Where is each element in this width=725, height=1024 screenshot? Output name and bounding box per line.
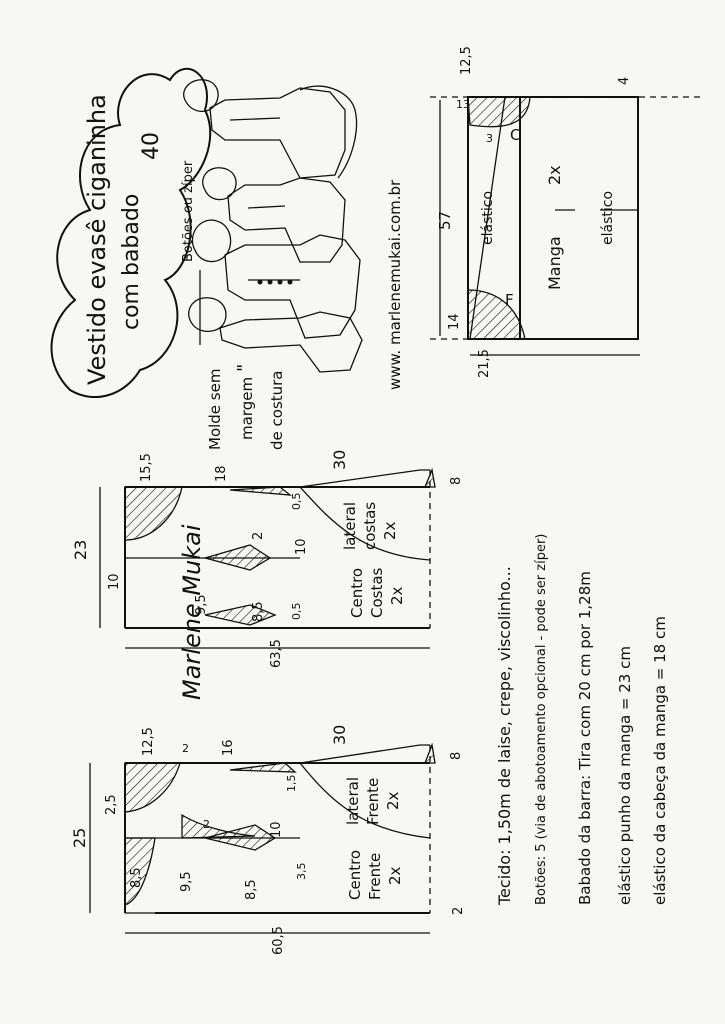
sleeve-dim-half-width: 21,5 xyxy=(477,349,492,378)
front-center-label: Centro xyxy=(346,850,364,900)
back-dim-neck: 15,5 xyxy=(139,453,154,482)
seam-note-line-1: Molde sem xyxy=(206,369,224,450)
back-dim-center-width: 10 xyxy=(107,573,122,590)
sleeve-pattern: Manga 2x elástico elástico C F 57 12,5 4… xyxy=(430,46,700,378)
note-elastic-cuff: elástico punho da manga = 23 cm xyxy=(616,646,634,905)
sleeve-point-f: F xyxy=(505,291,514,309)
front-dim-bust-dart-2: 2 xyxy=(203,818,210,831)
front-dim-center-low: 8,5 xyxy=(244,879,259,900)
front-pattern: Centro Frente 2x lateral Frente 2x 25 12… xyxy=(70,725,466,955)
seam-note-line-2: margem xyxy=(238,377,256,440)
back-dim-skirt: 30 xyxy=(330,450,349,470)
back-side-count: 2x xyxy=(381,521,399,540)
seam-note: Molde sem margem de costura " xyxy=(206,364,286,450)
sleeve-dim-cuff: 4 xyxy=(617,77,632,85)
sleeve-elastic-top: elástico xyxy=(480,191,496,245)
seam-note-ditto: " xyxy=(234,364,255,372)
back-center-label-2: Costas xyxy=(368,567,386,618)
note-elastic-sleeve-head: elástico da cabeça da manga = 18 cm xyxy=(651,616,669,905)
front-dim-center-top: 8,5 xyxy=(129,867,144,888)
sleeve-dim-left-bottom: 14 xyxy=(447,313,462,330)
sleeve-dim-left-small: 13 xyxy=(456,98,470,111)
signature: Marlene Mukai xyxy=(178,524,206,700)
back-pattern: Centro Costas 2x lateral costas 2x 23 10… xyxy=(71,450,464,668)
front-side-label-2: Frente xyxy=(364,778,382,825)
back-dim-length: 63,5 xyxy=(269,639,284,668)
note-ruffle: Babado da barra: Tira com 20 cm por 1,28… xyxy=(576,571,594,905)
back-center-label: Centro xyxy=(348,568,366,618)
notes: Tecido: 1,50m de laise, crepe, viscolinh… xyxy=(495,534,669,906)
back-dim-side-panel: 10 xyxy=(294,538,309,555)
sleeve-dim-length: 57 xyxy=(436,211,454,230)
seam-note-line-3: de costura xyxy=(268,370,286,450)
back-dim-bodice: 18 xyxy=(214,465,229,482)
front-center-count: 2x xyxy=(386,866,404,885)
note-buttons: Botões: 5 (via de abotoamento opcional -… xyxy=(534,534,549,905)
back-dim-waist-dart: 2 xyxy=(251,532,266,540)
front-side-label: lateral xyxy=(344,777,362,825)
front-side-count: 2x xyxy=(384,791,402,810)
back-dim-center-dart: 0,5 xyxy=(290,603,303,621)
front-dim-shoulder: 2,5 xyxy=(104,794,119,815)
sleeve-dim-left-small2: 3 xyxy=(486,132,493,145)
front-dim-side-low: 3,5 xyxy=(295,863,308,881)
back-dim-total-width: 23 xyxy=(71,540,90,560)
back-dim-center-low: 8,5 xyxy=(251,601,266,622)
title-cloud: Vestido evasê ciganinha com babado 40 xyxy=(50,67,212,399)
front-dim-skirt: 30 xyxy=(330,725,349,745)
front-dim-bust-dart: 2 xyxy=(182,742,189,755)
back-dim-center-waist: 9,5 xyxy=(194,594,209,615)
back-dim-hem-rise: 8 xyxy=(449,477,464,485)
front-dim-center-waist: 9,5 xyxy=(179,871,194,892)
website: www. marlenemukai.com.br xyxy=(386,179,404,390)
title-size: 40 xyxy=(139,132,164,160)
back-dim-dart-side: 0,5 xyxy=(290,493,303,511)
buttons-or-zipper-label: Botões ou zíper xyxy=(181,160,196,262)
sleeve-label: Manga xyxy=(545,236,564,290)
sleeve-point-c: C xyxy=(510,126,520,144)
dress-illustration: Botões ou zíper xyxy=(181,79,363,373)
sleeve-dim-top-height: 12,5 xyxy=(459,46,474,75)
front-dim-top: 12,5 xyxy=(141,727,156,756)
back-center-count: 2x xyxy=(388,586,406,605)
front-dim-length: 60,5 xyxy=(271,926,286,955)
title-line-2: com babado xyxy=(119,194,144,330)
sleeve-elastic-bottom: elástico xyxy=(600,191,616,245)
back-side-label: lateral xyxy=(341,502,359,550)
title-line-1: Vestido evasê ciganinha xyxy=(83,94,111,385)
front-dim-total-width: 25 xyxy=(70,828,89,848)
front-dim-side-panel: 10 xyxy=(269,821,284,838)
note-fabric: Tecido: 1,50m de laise, crepe, viscolinh… xyxy=(495,566,514,906)
front-dim-bodice: 16 xyxy=(221,739,236,756)
front-center-label-2: Frente xyxy=(366,853,384,900)
front-dim-hem-extension: 2 xyxy=(451,907,466,915)
front-dim-side-dart: 1,5 xyxy=(285,775,298,793)
back-side-label-2: costas xyxy=(361,502,379,550)
front-dim-hem-rise: 8 xyxy=(449,752,464,760)
sleeve-count: 2x xyxy=(545,165,564,185)
